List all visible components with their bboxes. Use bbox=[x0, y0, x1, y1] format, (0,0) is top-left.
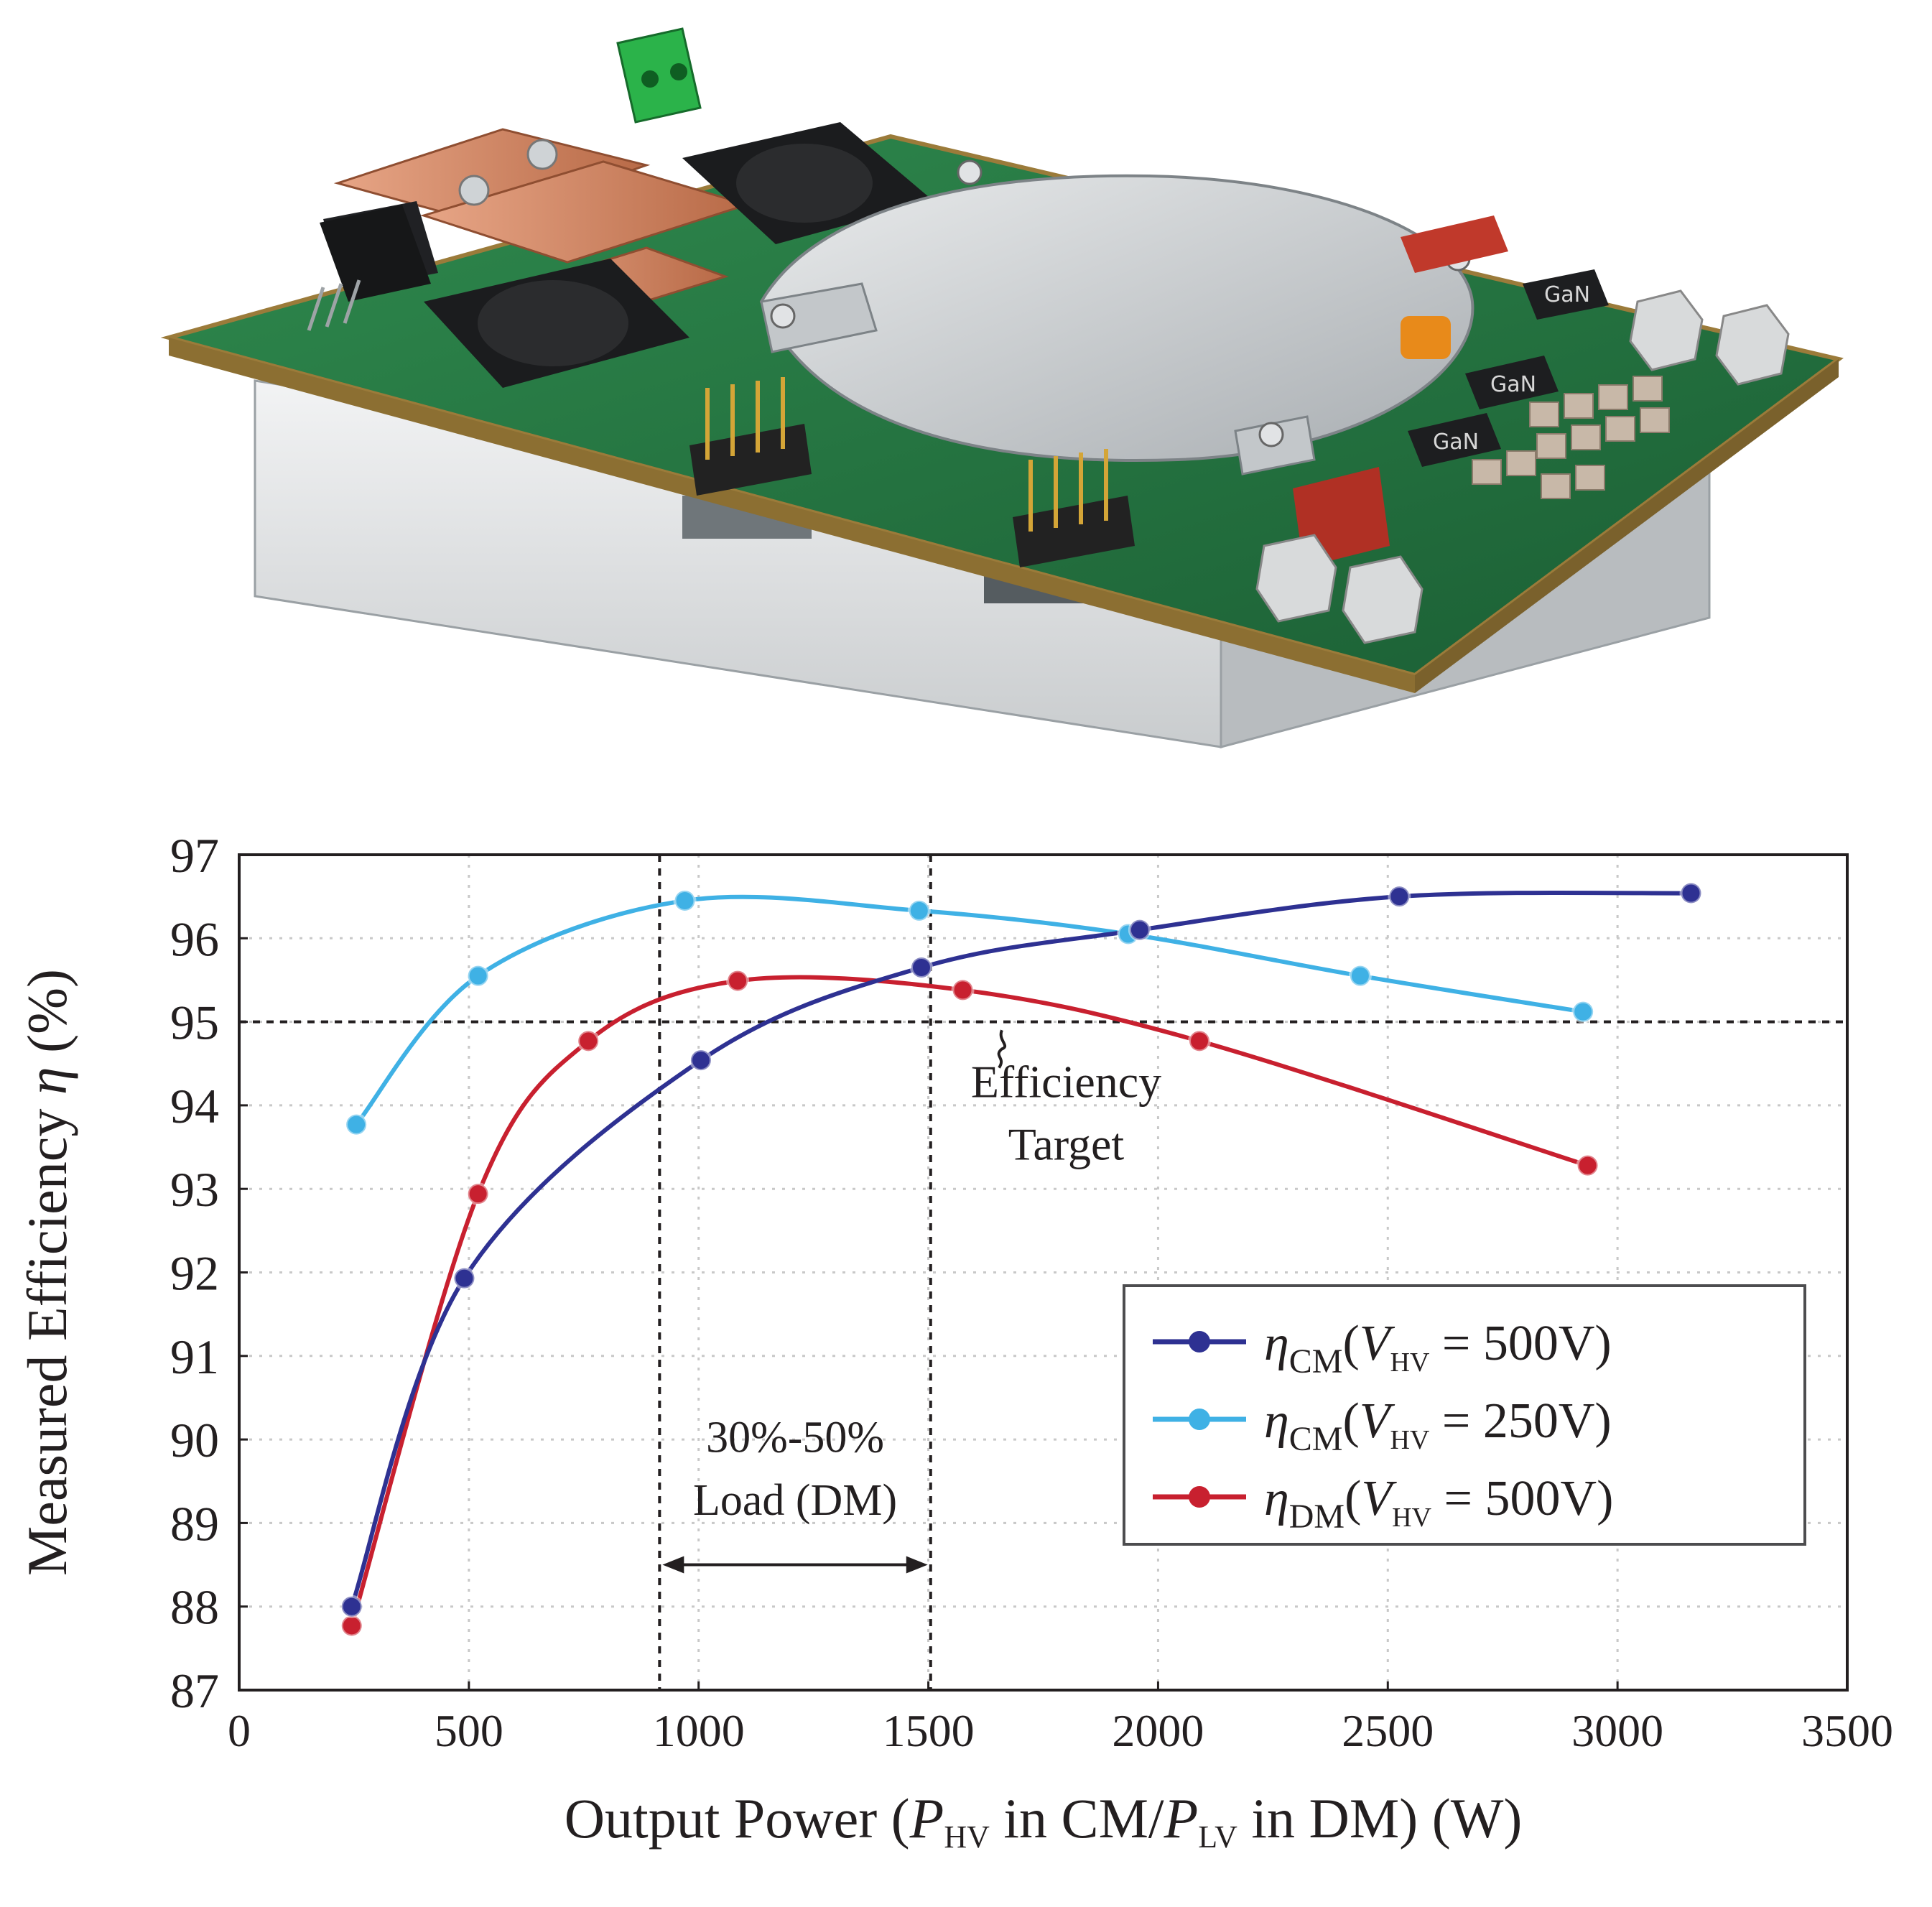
pin-headers bbox=[689, 377, 1135, 567]
x-tick-label: 3000 bbox=[1571, 1705, 1663, 1756]
hex-standoffs bbox=[1255, 289, 1790, 644]
data-point-ring bbox=[951, 978, 975, 1002]
gan-chip-mark: GaN bbox=[1433, 430, 1479, 455]
target-label-line2: Target bbox=[1008, 1118, 1125, 1169]
data-point-ring bbox=[340, 1595, 363, 1618]
capacitor-array bbox=[1472, 376, 1670, 499]
data-point bbox=[346, 1114, 367, 1135]
guide-lines bbox=[239, 855, 1847, 1690]
y-tick-label: 96 bbox=[170, 911, 219, 966]
data-point bbox=[1389, 886, 1410, 907]
data-point bbox=[674, 890, 695, 911]
x-tick-label: 2500 bbox=[1342, 1705, 1434, 1756]
data-point bbox=[578, 1031, 599, 1052]
x-axis-title: Output Power (PHV in CM/PLV in DM) (W) bbox=[565, 1787, 1523, 1855]
data-point-ring bbox=[466, 964, 490, 988]
y-tick-label: 91 bbox=[170, 1330, 219, 1384]
data-point bbox=[952, 980, 973, 1001]
x-tick-label: 1000 bbox=[653, 1705, 745, 1756]
target-label-line1: Efficiency bbox=[971, 1056, 1161, 1107]
data-point-ring bbox=[907, 899, 931, 922]
y-tick-label: 87 bbox=[170, 1664, 219, 1718]
data-point bbox=[1681, 883, 1701, 904]
x-tick-label: 0 bbox=[228, 1705, 251, 1756]
legend-label: ηCM(VHV = 500V) bbox=[1264, 1316, 1612, 1381]
gan-chip-mark: GaN bbox=[1490, 372, 1536, 397]
y-tick-label: 97 bbox=[170, 828, 219, 883]
range-arrow bbox=[662, 1556, 928, 1574]
range-label-line2: Load (DM) bbox=[693, 1476, 897, 1525]
data-point bbox=[1189, 1031, 1210, 1052]
efficiency-chart: 0 500 1000 1500 2000 2500 3000 3500 87 88 89 90 91 9… bbox=[16, 828, 1893, 1855]
data-point-ring bbox=[689, 1049, 712, 1072]
y-tick-label: 93 bbox=[170, 1162, 219, 1217]
data-point-ring bbox=[1571, 1000, 1595, 1024]
transformer-lid bbox=[759, 159, 1474, 475]
current-sensor bbox=[307, 205, 431, 331]
data-point-ring bbox=[1388, 885, 1411, 909]
data-point-ring bbox=[345, 1113, 368, 1136]
legend-label: ηCM(VHV = 250V) bbox=[1264, 1393, 1612, 1458]
legend-box bbox=[1123, 1284, 1806, 1546]
data-point-ring bbox=[673, 888, 697, 912]
gan-chip-mark: GaN bbox=[1544, 282, 1590, 307]
data-point bbox=[1573, 1001, 1594, 1022]
gan-chips: GaN GaN GaN bbox=[1408, 269, 1609, 467]
data-point bbox=[468, 965, 488, 986]
data-point bbox=[468, 1184, 488, 1205]
y-tick-label: 92 bbox=[170, 1246, 219, 1301]
data-point-ring bbox=[1188, 1029, 1212, 1053]
data-point bbox=[690, 1050, 711, 1071]
y-tick-label: 94 bbox=[170, 1079, 219, 1133]
series-points bbox=[340, 881, 1703, 1638]
data-point-ring bbox=[1679, 881, 1703, 905]
data-point bbox=[1577, 1155, 1598, 1176]
data-point bbox=[911, 957, 932, 978]
y-tick-label: 88 bbox=[170, 1580, 219, 1635]
x-tick-label: 500 bbox=[435, 1705, 503, 1756]
y-tick-label: 89 bbox=[170, 1496, 219, 1551]
terminal-block bbox=[616, 27, 702, 124]
data-point-ring bbox=[1348, 964, 1372, 988]
data-point bbox=[1350, 965, 1370, 986]
data-point-ring bbox=[1128, 918, 1151, 942]
legend-label: ηDM(VHV = 500V) bbox=[1264, 1471, 1613, 1536]
data-point-ring bbox=[1576, 1154, 1599, 1177]
data-point-ring bbox=[577, 1029, 600, 1053]
data-point bbox=[728, 970, 748, 991]
x-tick-label: 3500 bbox=[1801, 1705, 1893, 1756]
x-tick-label: 2000 bbox=[1112, 1705, 1204, 1756]
data-point bbox=[341, 1596, 362, 1617]
x-tick-label: 1500 bbox=[883, 1705, 975, 1756]
legend-swatch-marker bbox=[1189, 1409, 1210, 1430]
y-axis-title: Measured Efficiency η (%) bbox=[16, 969, 78, 1576]
target-leader-squiggle bbox=[997, 1029, 1007, 1069]
data-point-ring bbox=[452, 1266, 476, 1290]
series-line bbox=[354, 894, 1584, 1126]
data-point bbox=[454, 1268, 475, 1289]
data-point bbox=[1129, 919, 1150, 940]
converter-hardware-photo: GaN GaN GaN bbox=[160, 27, 1844, 748]
range-label-line1: 30%-50% bbox=[706, 1414, 884, 1462]
data-point bbox=[341, 1615, 362, 1636]
y-axis-ticks: 87 88 89 90 91 92 93 94 95 96 97 bbox=[170, 828, 248, 1718]
y-tick-label: 95 bbox=[170, 996, 219, 1050]
data-point-ring bbox=[466, 1182, 490, 1206]
legend: ηCM(VHV = 500V) ηCM(VHV = 250V) ηDM(VHV = … bbox=[1123, 1284, 1806, 1546]
data-point bbox=[909, 900, 929, 921]
data-point-ring bbox=[726, 969, 750, 993]
x-axis-ticks: 0 500 1000 1500 2000 2500 3000 3500 bbox=[228, 1681, 1893, 1756]
legend-swatch-marker bbox=[1189, 1486, 1210, 1508]
data-point-ring bbox=[909, 956, 933, 980]
legend-swatch-marker bbox=[1189, 1331, 1210, 1352]
y-tick-label: 90 bbox=[170, 1413, 219, 1467]
